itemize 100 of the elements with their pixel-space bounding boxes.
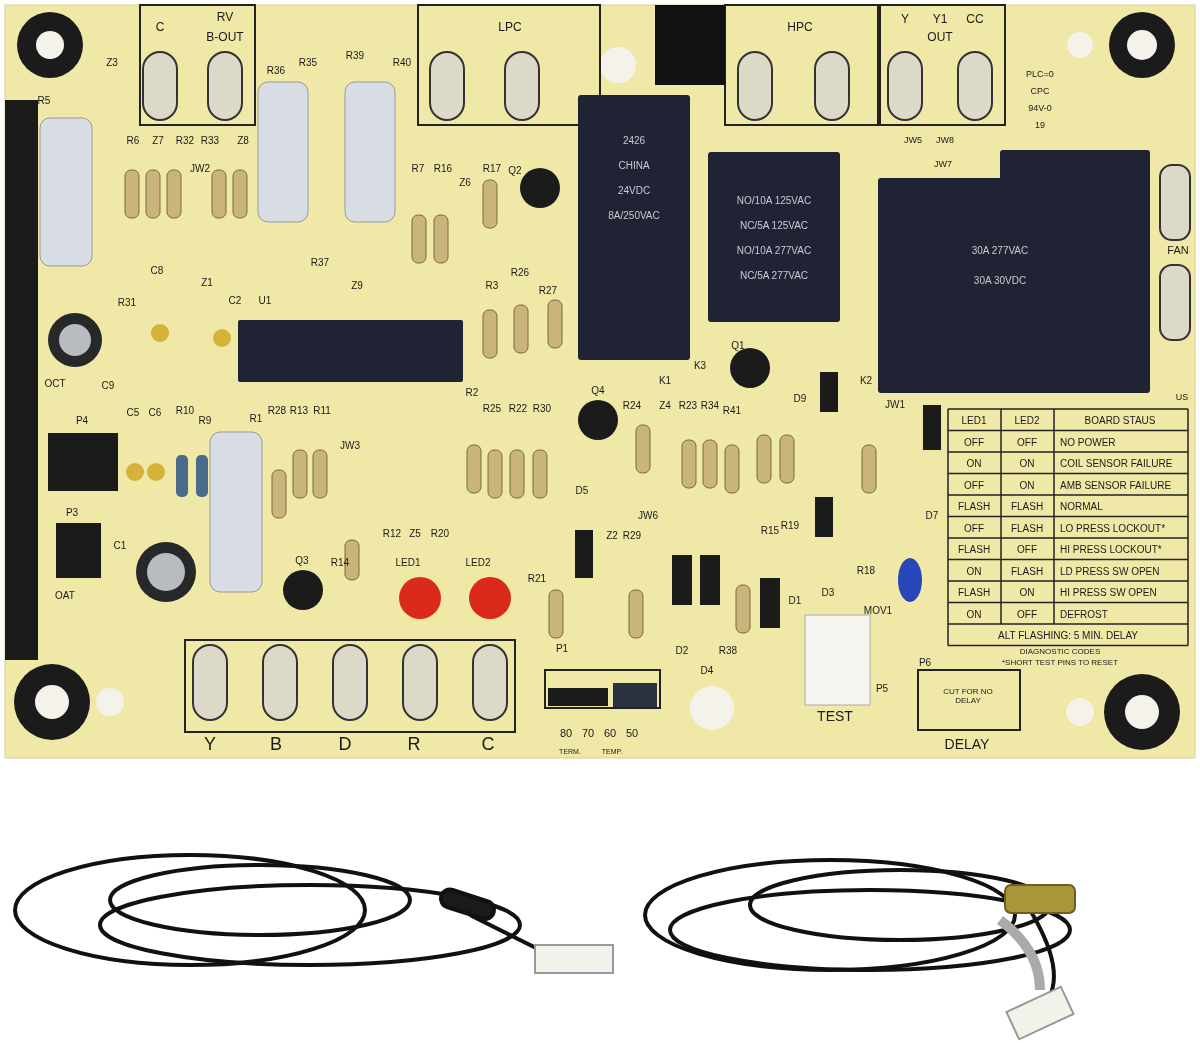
component-label: R20: [430, 527, 450, 539]
component-label: R9: [198, 414, 212, 426]
table-cell: OFF: [1017, 436, 1037, 447]
component-label: R30: [532, 402, 552, 414]
component-label: 70: [581, 726, 595, 740]
terminal-label: Y: [901, 13, 909, 27]
relay-marking: NC/5A 125VAC: [739, 219, 809, 231]
terminal-label: HPC: [787, 21, 813, 35]
component-label: P3: [65, 506, 79, 518]
terminal-label: TEST: [817, 709, 853, 725]
component-label: Z3: [106, 56, 118, 68]
component-label: US: [1175, 393, 1189, 403]
component-label: R40: [392, 56, 412, 68]
component-label: R33: [200, 134, 220, 146]
terminal-label: C: [155, 21, 165, 35]
component-label: R39: [345, 49, 365, 61]
component-label: R22: [508, 402, 528, 414]
terminal-label: CC: [966, 13, 984, 27]
component-label: R13: [289, 404, 309, 416]
component-label: R31: [117, 296, 137, 308]
component-label: C1: [113, 539, 127, 551]
relay-marking: 8A/250VAC: [608, 209, 660, 221]
component-label: 94V-0: [1028, 104, 1052, 114]
component-label: P5: [875, 682, 889, 694]
component-label: JW6: [638, 509, 658, 521]
component-label: Z4: [659, 399, 671, 411]
terminal-label: LPC: [498, 21, 522, 35]
component-label: R16: [433, 162, 453, 174]
relay-marking: NO/10A 277VAC: [736, 244, 812, 256]
component-label: R32: [175, 134, 195, 146]
component-label: C2: [228, 294, 242, 306]
note-text: CUT FOR NO DELAY: [942, 688, 994, 706]
component-label: D9: [793, 392, 807, 404]
component-label: R34: [700, 399, 720, 411]
component-label: R14: [330, 556, 350, 568]
component-label: U1: [258, 294, 272, 306]
component-label: LED2: [465, 556, 491, 568]
component-label: OCT: [44, 377, 66, 389]
component-label: R17: [482, 162, 502, 174]
relay-marking: 30A 277VAC: [971, 244, 1029, 256]
component-label: R41: [722, 404, 742, 416]
component-label: JW3: [340, 439, 360, 451]
component-label: C6: [148, 406, 162, 418]
table-cell: ON: [966, 457, 982, 469]
component-label: R3: [485, 279, 499, 291]
component-label: R12: [382, 527, 402, 539]
table-cell: LD PRESS SW OPEN: [1060, 565, 1160, 576]
terminal-label: B: [270, 735, 282, 755]
component-label: OAT: [55, 589, 75, 601]
table-cell: ON: [1019, 479, 1035, 490]
component-label: K1: [658, 374, 672, 386]
component-label: Z7: [152, 134, 164, 146]
component-label: PLC=0: [1026, 70, 1054, 80]
table-cell: LED2: [1014, 414, 1040, 426]
relay-marking: NC/5A 277VAC: [739, 269, 809, 281]
table-cell: OFF: [1017, 543, 1037, 555]
table-cell: ALT FLASHING: 5 MIN. DELAY: [998, 629, 1138, 641]
terminal-label: DELAY: [944, 737, 990, 753]
component-label: R11: [313, 404, 331, 416]
component-label: C9: [101, 379, 115, 391]
component-label: R29: [622, 529, 642, 541]
component-label: R10: [175, 404, 195, 416]
component-label: JW5: [904, 136, 922, 146]
component-label: D3: [821, 586, 835, 598]
component-label: Z5: [409, 527, 421, 539]
component-label: Q3: [295, 554, 309, 566]
table-cell: FLASH: [957, 586, 991, 598]
component-label: Z6: [459, 176, 471, 188]
table-cell: NORMAL: [1060, 500, 1103, 512]
component-label: D7: [925, 509, 939, 521]
component-label: JW1: [885, 398, 905, 410]
table-cell: OFF: [964, 522, 984, 533]
component-label: P1: [555, 642, 569, 654]
table-cell: COIL SENSOR FAILURE: [1060, 457, 1173, 469]
component-label: R37: [310, 256, 330, 268]
component-label: Z2: [606, 529, 618, 541]
component-label: R23: [678, 399, 698, 411]
component-label: Q2: [508, 164, 522, 176]
component-label: JW2: [190, 162, 210, 174]
table-cell: HI PRESS SW OPEN: [1060, 586, 1157, 598]
component-label: 60: [603, 726, 617, 740]
component-label: C8: [150, 264, 164, 276]
terminal-label: Y1: [932, 13, 948, 27]
table-cell: FLASH: [1010, 500, 1044, 512]
table-cell: FLASH: [957, 500, 991, 512]
terminal-label: OUT: [927, 31, 953, 45]
component-label: R27: [538, 284, 558, 296]
terminal-label: C: [481, 735, 495, 755]
component-label: 19: [1035, 121, 1045, 131]
component-label: R19: [780, 519, 800, 531]
component-label: 50: [625, 726, 639, 740]
component-label: JW7: [934, 160, 952, 170]
component-label: R36: [266, 64, 286, 76]
table-cell: OFF: [964, 436, 984, 447]
table-cell: BOARD STAUS: [1084, 414, 1156, 426]
component-label: R26: [510, 266, 530, 278]
component-label: R21: [527, 572, 547, 584]
component-label: R35: [298, 56, 318, 68]
relay-marking: NO/10A 125VAC: [736, 194, 812, 206]
table-cell: OFF: [1017, 608, 1037, 619]
